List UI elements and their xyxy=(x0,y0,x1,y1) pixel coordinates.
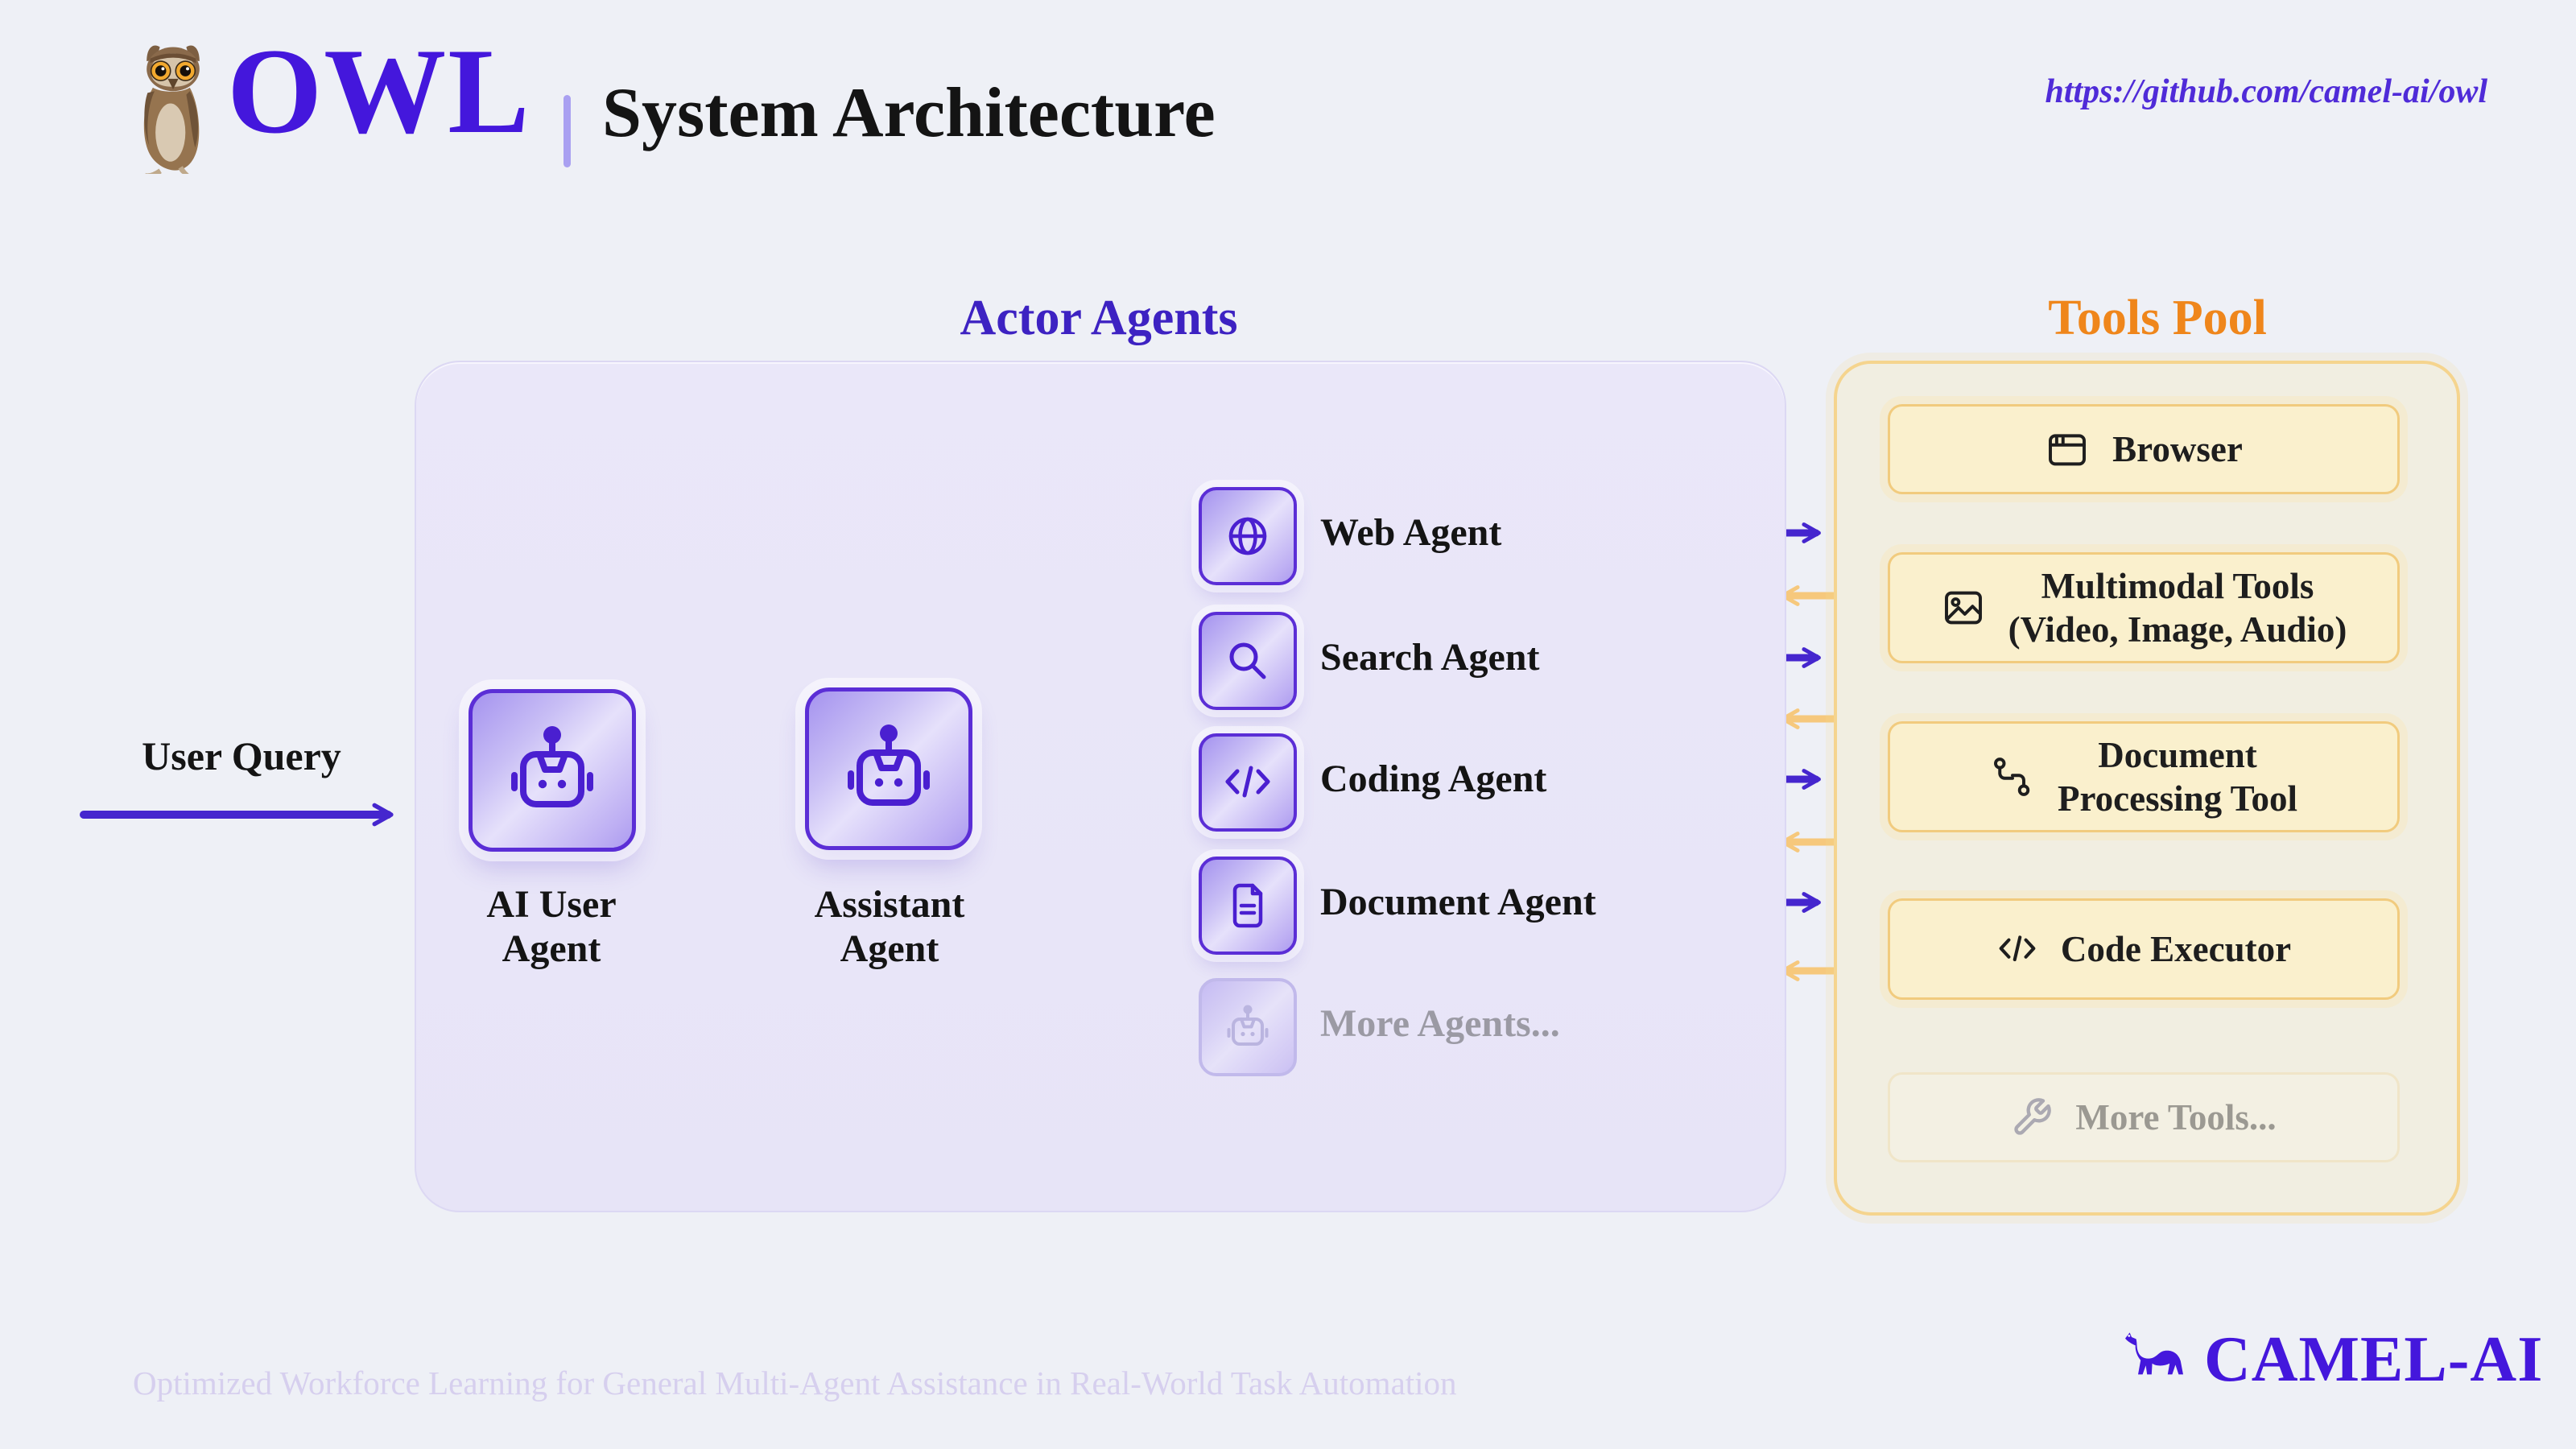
tool-label-line: Multimodal Tools xyxy=(2041,566,2314,606)
owl-logo-icon xyxy=(129,42,217,174)
owl-wordmark: OWL xyxy=(227,23,531,159)
actor-agents-title: Actor Agents xyxy=(960,291,1238,345)
search-icon xyxy=(1222,635,1274,687)
globe-icon xyxy=(1222,510,1274,562)
tool-card-multimodal: Multimodal Tools (Video, Image, Audio) xyxy=(1888,552,2400,663)
search-agent-label: Search Agent xyxy=(1320,636,1540,679)
route-icon xyxy=(1990,754,2035,799)
tool-label: More Tools... xyxy=(2075,1097,2277,1137)
tools-pool-title: Tools Pool xyxy=(2048,291,2267,345)
document-icon xyxy=(1222,880,1274,931)
coding-agent-label: Coding Agent xyxy=(1320,758,1547,800)
user-query-label: User Query xyxy=(142,733,341,778)
tool-label: Multimodal Tools (Video, Image, Audio) xyxy=(2008,564,2347,651)
browser-window-icon xyxy=(2045,427,2090,472)
header-divider xyxy=(564,95,571,167)
more-agents-card xyxy=(1199,978,1297,1076)
tool-card-more-tools: More Tools... xyxy=(1888,1072,2400,1162)
tool-card-browser: Browser xyxy=(1888,404,2400,494)
web-agent-card xyxy=(1199,487,1297,585)
tool-label-line: Document xyxy=(2098,735,2257,775)
tool-label-line: Processing Tool xyxy=(2058,778,2297,819)
image-icon xyxy=(1941,585,1986,630)
camel-wordmark: CAMEL-AI xyxy=(2204,1324,2544,1395)
robot-icon xyxy=(837,717,940,820)
document-agent-label: Document Agent xyxy=(1320,881,1596,923)
tool-label-line: (Video, Image, Audio) xyxy=(2008,609,2347,650)
tool-label: Browser xyxy=(2112,429,2243,469)
github-link[interactable]: https://github.com/camel-ai/owl xyxy=(2045,73,2487,110)
tool-card-document-processing: Document Processing Tool xyxy=(1888,721,2400,832)
assistant-agent-card xyxy=(805,687,972,850)
tool-label: Code Executor xyxy=(2060,929,2292,969)
robot-icon xyxy=(501,719,604,822)
tool-card-code-executor: Code Executor xyxy=(1888,898,2400,1000)
search-agent-card xyxy=(1199,612,1297,710)
ai-user-agent-card xyxy=(469,689,636,852)
document-agent-card xyxy=(1199,857,1297,955)
wrench-icon xyxy=(2011,1096,2053,1138)
ai-user-agent-label: AI User Agent xyxy=(486,883,617,970)
assistant-agent-label: Assistant Agent xyxy=(814,883,965,970)
robot-icon xyxy=(1222,1001,1274,1053)
tool-label: Document Processing Tool xyxy=(2058,733,2297,820)
code-icon xyxy=(1222,757,1274,808)
actor-agents-panel xyxy=(415,361,1786,1212)
page-title: System Architecture xyxy=(602,74,1216,152)
web-agent-label: Web Agent xyxy=(1320,511,1502,554)
coding-agent-card xyxy=(1199,733,1297,832)
camel-icon xyxy=(2112,1328,2196,1391)
footer-tagline: Optimized Workforce Learning for General… xyxy=(133,1364,1457,1402)
more-agents-label: More Agents... xyxy=(1320,1002,1560,1045)
code-icon xyxy=(1996,928,2038,970)
